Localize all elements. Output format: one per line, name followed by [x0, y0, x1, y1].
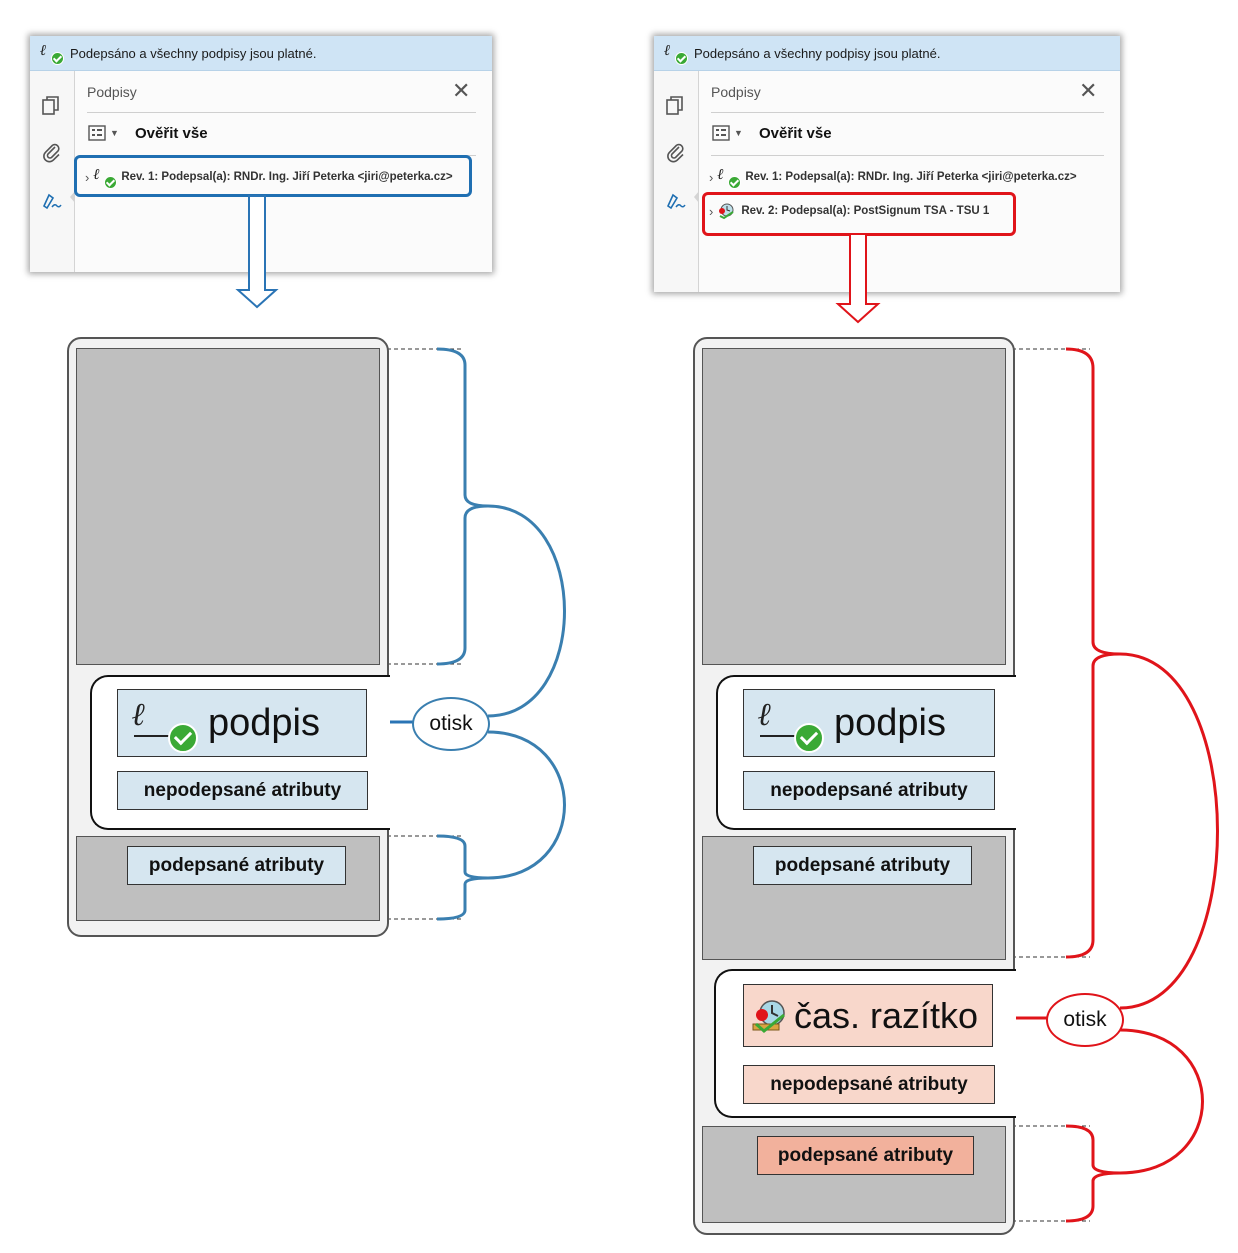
signature-row[interactable]: › ℓ Rev. 1: Podepsal(a): RNDr. Ing. Jiří…: [709, 165, 1077, 189]
signature-valid-icon: ℓ: [758, 695, 824, 753]
signature-valid-icon: ℓ: [717, 165, 742, 189]
signature-valid-icon: ℓ: [40, 41, 64, 65]
timestamp-row-label: Rev. 2: Podepsal(a): PostSignum TSA - TS…: [741, 205, 990, 217]
close-button[interactable]: ✕: [452, 78, 471, 103]
verify-all-button[interactable]: Ověřit vše: [135, 125, 208, 142]
chevron-down-icon: ▼: [734, 128, 743, 138]
timestamp-row[interactable]: › Rev. 2: Podepsal(a): PostSignum TSA - …: [709, 202, 989, 220]
panel-title: Podpisy: [87, 84, 137, 100]
digest-ellipse: otisk: [412, 697, 490, 751]
brace-signed-attrs: [1065, 1124, 1121, 1223]
digest-arc-bottom: [1119, 1028, 1204, 1175]
digest-arc-top: [487, 504, 566, 718]
active-tab-indicator: [694, 191, 699, 203]
panel-title: Podpisy: [711, 84, 761, 100]
signature-label: podpis: [208, 701, 320, 744]
banner-text: Podepsáno a všechny podpisy jsou platné.: [694, 45, 941, 61]
list-options-icon: [712, 125, 730, 141]
brace-signed-attrs: [436, 834, 489, 921]
brace-content: [1065, 347, 1121, 959]
chevron-down-icon: ▼: [110, 128, 119, 138]
timestamp-block: čas. razítko: [743, 984, 993, 1047]
document-content-block: [702, 348, 1006, 665]
unsigned-attributes-block: nepodepsané atributy: [743, 771, 995, 810]
active-tab-indicator: [70, 191, 75, 203]
side-rail: [654, 71, 699, 292]
signature-pen-icon[interactable]: [40, 189, 62, 211]
expand-chevron-icon[interactable]: ›: [709, 169, 714, 185]
expand-chevron-icon[interactable]: ›: [709, 203, 714, 219]
ts-signed-attributes-block: podepsané atributy: [757, 1136, 974, 1175]
left-signatures-panel: ℓ Podepsáno a všechny podpisy jsou platn…: [30, 36, 492, 272]
signature-valid-icon: ℓ: [93, 165, 118, 189]
ts-unsigned-attributes-block: nepodepsané atributy: [743, 1065, 995, 1104]
side-rail: [30, 71, 75, 272]
digest-arc-bottom: [487, 730, 566, 880]
signature-highlight: [74, 155, 472, 197]
banner-text: Podepsáno a všechny podpisy jsou platné.: [70, 45, 317, 61]
verify-all-button[interactable]: Ověřit vše: [759, 125, 832, 142]
digest-ellipse: otisk: [1046, 993, 1124, 1047]
options-menu-button[interactable]: ▼: [712, 125, 743, 141]
options-menu-button[interactable]: ▼: [88, 125, 119, 141]
unsigned-attributes-block: nepodepsané atributy: [117, 771, 368, 810]
timestamp-label: čas. razítko: [794, 994, 979, 1036]
attachment-icon[interactable]: [40, 141, 62, 163]
list-options-icon: [88, 125, 106, 141]
document-content-block: [76, 348, 380, 665]
signature-row-label: Rev. 1: Podepsal(a): RNDr. Ing. Jiří Pet…: [745, 171, 1077, 183]
signature-block: ℓ podpis: [117, 689, 367, 757]
expand-chevron-icon[interactable]: ›: [85, 169, 90, 185]
divider: [711, 112, 1104, 113]
timestamp-icon: [719, 203, 734, 220]
attachment-icon[interactable]: [664, 141, 686, 163]
signature-label: podpis: [834, 701, 946, 744]
digest-arc-top: [1119, 652, 1219, 1010]
signature-valid-icon: ℓ: [132, 695, 198, 753]
pages-icon[interactable]: [40, 95, 62, 117]
divider: [87, 112, 476, 113]
signature-status-banner: ℓ Podepsáno a všechny podpisy jsou platn…: [654, 36, 1120, 71]
signature-status-banner: ℓ Podepsáno a všechny podpisy jsou platn…: [30, 36, 492, 71]
down-arrow-blue: [235, 195, 279, 309]
pages-icon[interactable]: [664, 95, 686, 117]
close-button[interactable]: ✕: [1079, 78, 1098, 103]
signature-row[interactable]: › ℓ Rev. 1: Podepsal(a): RNDr. Ing. Jiří…: [85, 165, 453, 189]
signature-row-label: Rev. 1: Podepsal(a): RNDr. Ing. Jiří Pet…: [121, 171, 453, 183]
signed-attributes-block: podepsané atributy: [753, 846, 972, 885]
signature-block: ℓ podpis: [743, 689, 995, 757]
divider: [711, 155, 1104, 156]
signature-valid-icon: ℓ: [664, 41, 688, 65]
signed-attributes-block: podepsané atributy: [127, 846, 346, 885]
signature-pen-icon[interactable]: [664, 189, 686, 211]
timestamp-icon: [752, 999, 785, 1033]
brace-content: [436, 347, 489, 666]
down-arrow-red: [835, 233, 881, 324]
right-signatures-panel: ℓ Podepsáno a všechny podpisy jsou platn…: [654, 36, 1120, 292]
